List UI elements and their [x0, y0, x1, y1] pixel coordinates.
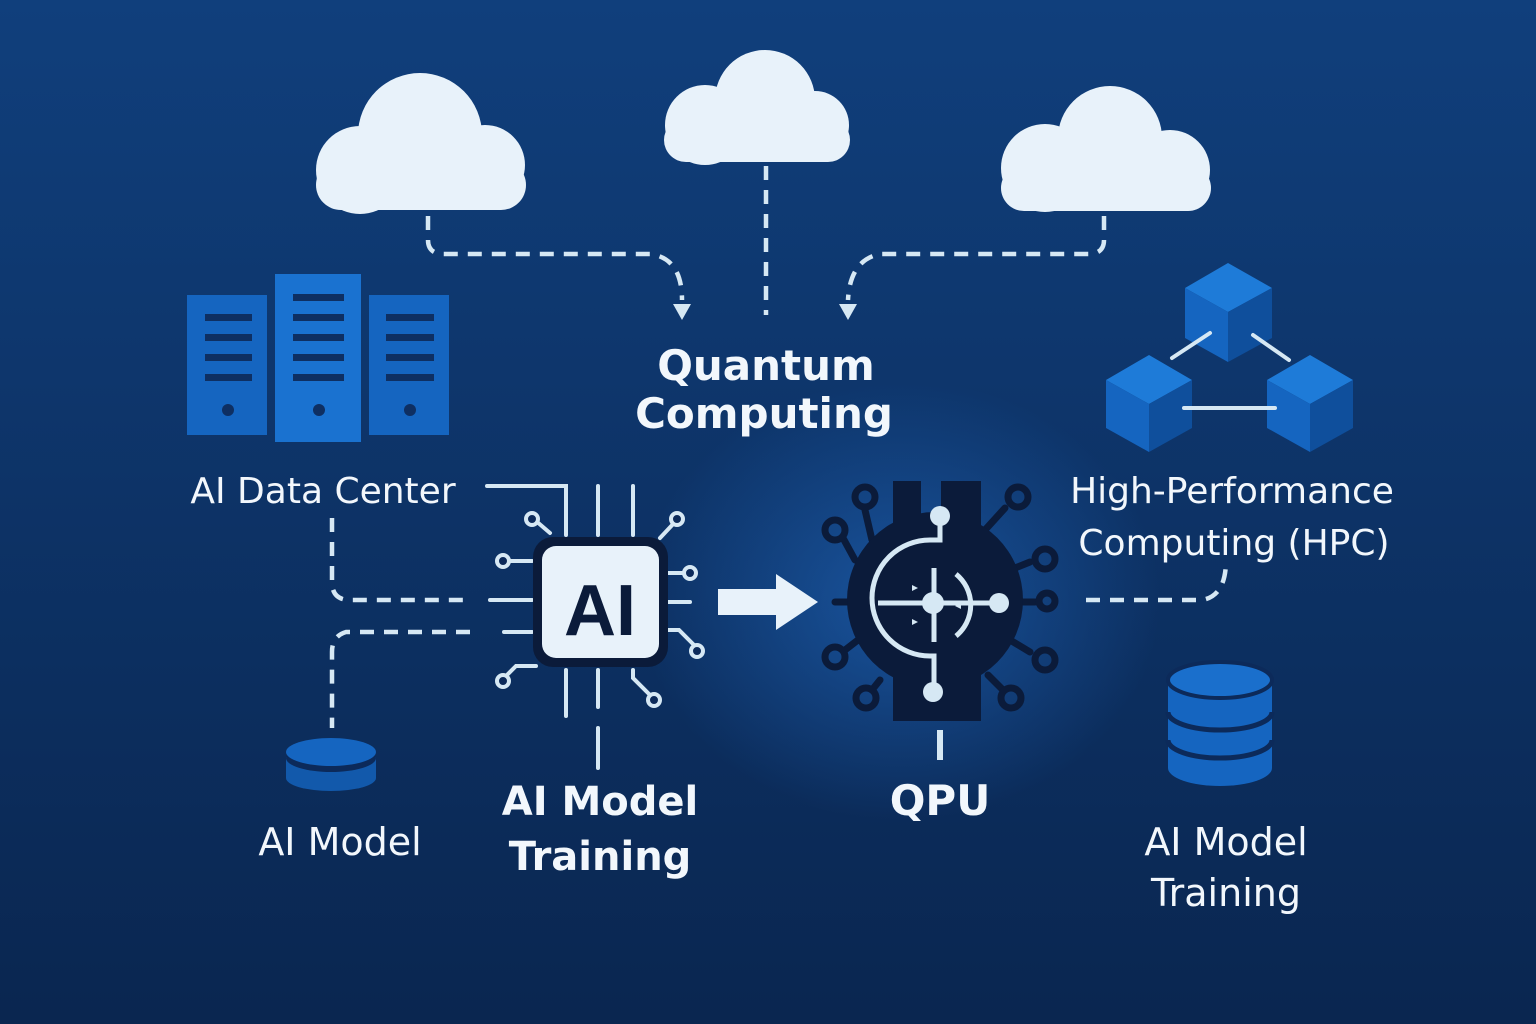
cloud-connectors	[425, 166, 1107, 320]
ai-data-center-label: AI Data Center	[190, 471, 455, 512]
cloud-icon-center	[664, 50, 850, 165]
qpu-label: QPU	[890, 776, 991, 825]
arrowhead-icon	[673, 304, 691, 320]
cube	[1267, 355, 1353, 452]
arrow-right-icon	[718, 574, 818, 630]
cloud-icon-right	[1001, 86, 1211, 212]
qpu-icon	[821, 481, 1059, 760]
connector-cloud-left	[425, 216, 685, 301]
ai-model-label: AI Model	[258, 820, 421, 864]
cloud-icon-left	[316, 73, 526, 214]
database-stack-icon	[1165, 660, 1275, 786]
database-icon	[286, 738, 376, 791]
ai-model-training-right-label-line2: Training	[1150, 871, 1301, 915]
cubes-network-icon	[1106, 263, 1353, 452]
ai-model-training-label-line2: Training	[509, 834, 692, 880]
ai-model-training-right-label: AI Model	[1144, 820, 1307, 864]
connector-ai-model	[329, 629, 470, 728]
side-connectors	[329, 518, 1229, 728]
arrowhead-icon	[839, 304, 857, 320]
ai-chip-icon	[485, 484, 705, 770]
hpc-label-line2: Computing (HPC)	[1078, 523, 1389, 564]
ai-model-training-label: AI Model	[502, 779, 699, 825]
quantum-computing-label: Quantum	[657, 341, 875, 390]
connector-cloud-right	[845, 216, 1107, 301]
connector-data-center	[329, 518, 470, 603]
cube	[1106, 355, 1192, 452]
server-rack-icon	[187, 274, 449, 442]
ai-chip-text: AI	[564, 571, 636, 651]
quantum-computing-label-line2: Computing	[635, 389, 893, 438]
hpc-label: High-Performance	[1070, 471, 1394, 512]
